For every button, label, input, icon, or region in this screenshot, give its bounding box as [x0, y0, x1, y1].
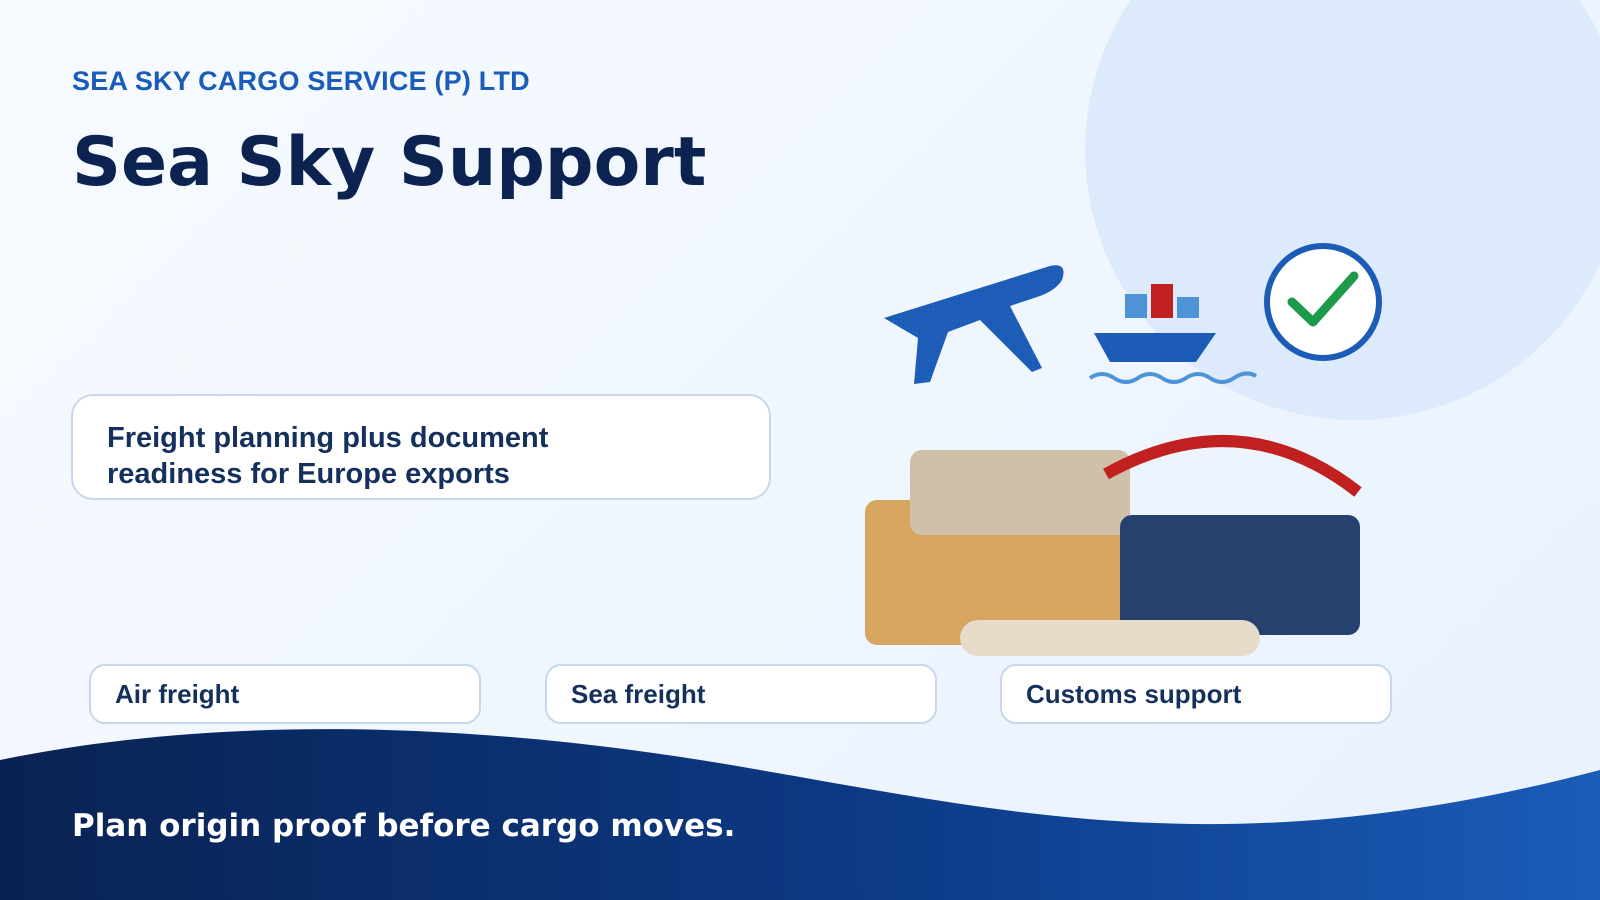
description-card: Freight planning plus document readiness…: [71, 394, 771, 500]
service-label: Customs support: [1026, 678, 1242, 709]
company-name: SEA SKY CARGO SERVICE (P) LTD: [72, 66, 530, 96]
footer-tagline: Plan origin proof before cargo moves.: [72, 808, 736, 844]
service-label: Air freight: [115, 678, 240, 709]
service-customs-support: Customs support: [1000, 664, 1392, 724]
description-text: Freight planning plus document readiness…: [107, 422, 549, 490]
airplane-icon: [884, 265, 1064, 384]
cargo-stack-illustration: [865, 435, 1362, 656]
service-air-freight: Air freight: [89, 664, 481, 724]
checkmark-circle-icon: [1264, 243, 1382, 361]
service-label: Sea freight: [571, 678, 706, 709]
service-sea-freight: Sea freight: [545, 664, 937, 724]
page-title: Sea Sky Support: [72, 123, 707, 202]
cargo-ship-icon: [1088, 284, 1258, 384]
